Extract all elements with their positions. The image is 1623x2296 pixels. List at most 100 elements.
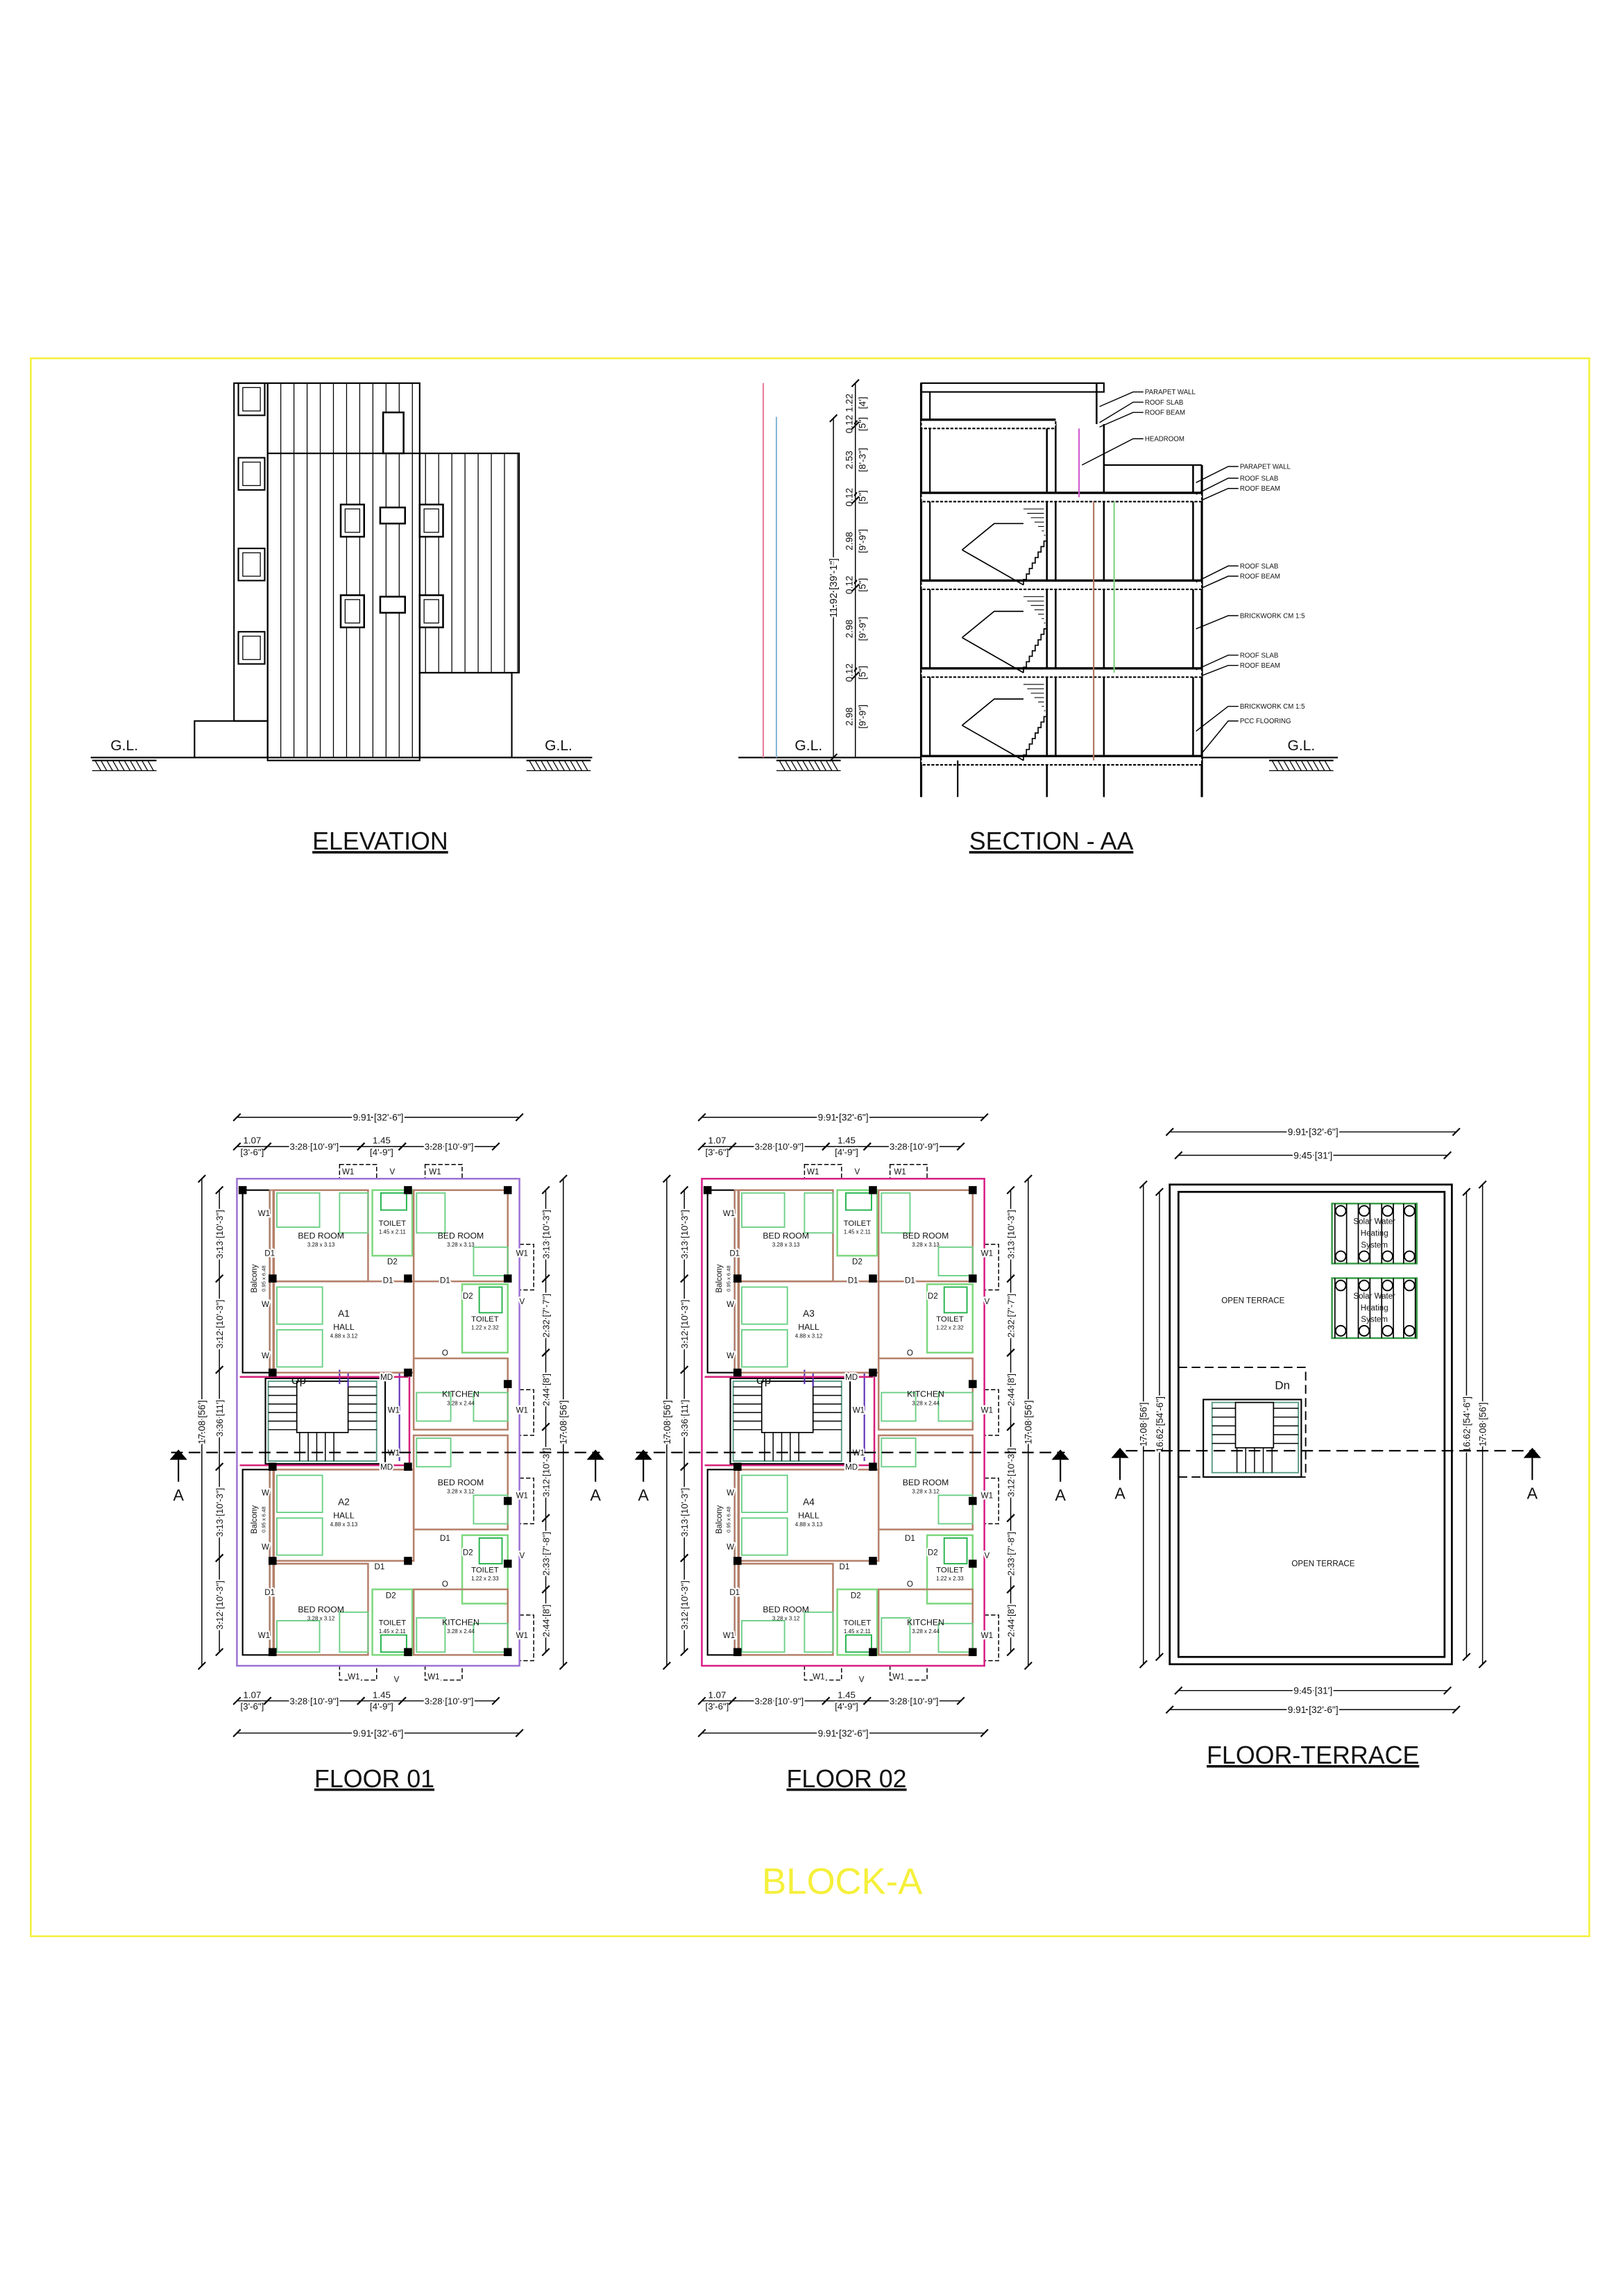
dimension-tick — [829, 753, 838, 762]
structural-column — [404, 1557, 412, 1565]
dimension-tick — [541, 1422, 550, 1431]
dimension-label: 3.36 [11'] — [679, 1400, 690, 1437]
furniture — [276, 1329, 323, 1368]
fixture — [845, 1634, 872, 1653]
dimension-label: [4'-9"] — [370, 1147, 393, 1158]
room-name: TOILET — [379, 1219, 407, 1228]
dimension-tick — [851, 379, 860, 388]
dimension-tick — [398, 1142, 407, 1151]
furniture — [416, 1437, 452, 1468]
elevation-window-pane — [344, 599, 361, 624]
elevation-title: ELEVATION — [312, 827, 448, 855]
room-size: 3.28 x 3.12 — [307, 1615, 335, 1621]
callout-leader — [1196, 655, 1239, 670]
unit-label: A2 — [338, 1496, 350, 1507]
structural-column — [269, 1368, 277, 1377]
fixture — [478, 1286, 503, 1314]
room-wall — [273, 1469, 415, 1562]
solar-tank — [1334, 1279, 1347, 1292]
opening-label-o: O — [907, 1580, 913, 1589]
room-wall — [877, 1588, 974, 1656]
room-size: 3.28 x 3.12 — [912, 1489, 940, 1495]
dimension-tick — [491, 1696, 500, 1705]
dimension-tick — [680, 1365, 689, 1374]
window-bay — [518, 1614, 534, 1662]
floor-slab — [920, 755, 1203, 766]
stair-flight — [961, 610, 1024, 639]
ground-hatch — [546, 760, 554, 771]
window-bay — [518, 1389, 534, 1436]
dimension-tick — [1165, 1127, 1174, 1136]
room-size: 4.88 x 3.13 — [795, 1521, 823, 1528]
opening-label-w1: W1 — [348, 1673, 359, 1681]
dimension-label: 2.32 [7'-7"] — [1005, 1294, 1016, 1337]
ground-hatch — [1318, 760, 1325, 771]
dimension-tick — [1023, 1174, 1033, 1183]
opening-label-w1: W1 — [894, 1168, 906, 1176]
floor-slab — [920, 419, 1057, 430]
ground-hatch — [785, 760, 792, 771]
furniture — [741, 1517, 788, 1556]
dimension-tick — [728, 1142, 737, 1151]
room-name: TOILET — [471, 1315, 499, 1324]
furniture — [416, 1192, 446, 1234]
structural-column — [703, 1185, 712, 1195]
ground-hatch — [147, 760, 154, 771]
dimension-label: 9.45 [31'] — [1293, 1686, 1332, 1696]
dimension-tick — [197, 1174, 206, 1183]
opening-label-d1: D1 — [848, 1276, 858, 1285]
solar-tank — [1334, 1325, 1347, 1337]
solar-tank — [1382, 1279, 1393, 1292]
structural-column — [969, 1274, 977, 1283]
stair-well — [1211, 1401, 1300, 1474]
opening-label-d1: D1 — [264, 1249, 275, 1258]
dimension-label: 3.13 [10'-3"] — [679, 1210, 690, 1259]
elevation-annex — [194, 720, 269, 759]
callout-leader — [1196, 615, 1239, 630]
opening-label-w1: W1 — [429, 1168, 441, 1176]
ground-hatch — [1289, 760, 1296, 771]
dimension-tick — [851, 421, 860, 430]
opening-label-o: O — [907, 1349, 913, 1358]
fixture — [943, 1286, 968, 1314]
dimension-tick — [1462, 1653, 1471, 1662]
ground-hatch — [106, 760, 113, 771]
room-name: KITCHEN — [907, 1617, 944, 1627]
section-marker-label: A — [1527, 1485, 1538, 1503]
dimension-tick — [1165, 1705, 1174, 1714]
ground-hatch — [581, 760, 588, 771]
room-wall — [371, 1189, 414, 1257]
room-name: KITCHEN — [442, 1617, 479, 1627]
window-bay — [424, 1665, 463, 1681]
floor-slab — [920, 492, 1203, 503]
furniture — [276, 1192, 321, 1229]
ground-hatch — [1271, 760, 1279, 771]
section-callout-label: ROOF BEAM — [1240, 662, 1280, 670]
terrace-title: FLOOR-TERRACE — [1207, 1741, 1419, 1769]
furniture — [741, 1620, 785, 1653]
ground-level-label-left: G.L. — [794, 738, 822, 754]
ground-hatch — [112, 760, 119, 771]
furniture — [473, 1494, 509, 1525]
dimension-tick — [232, 1142, 241, 1151]
opening-label-o: O — [442, 1580, 448, 1589]
dimension-tick — [1174, 1686, 1183, 1695]
room-size: 1.22 x 2.33 — [471, 1576, 499, 1582]
dimension-tick — [980, 1113, 989, 1122]
dimension-label: 17.08 [56'] — [1139, 1402, 1149, 1446]
dimension-label: 3.28 [10'-9"] — [289, 1696, 339, 1706]
dimension-tick — [515, 1113, 524, 1122]
fixture — [943, 1537, 968, 1564]
furniture — [741, 1286, 788, 1325]
opening-label-w1: W1 — [892, 1673, 904, 1681]
floor-02-title: FLOOR 02 — [787, 1765, 907, 1793]
room-wall — [738, 1280, 880, 1374]
section-aa-view: G.L.G.L.1.22[4']0.12[5"]2.53[8'-3"]0.12[… — [738, 379, 1339, 797]
dimension-tick — [1006, 1514, 1015, 1523]
opening-label-w1: W1 — [981, 1406, 993, 1415]
opening-label-w1: W1 — [981, 1492, 993, 1501]
furniture — [937, 1494, 974, 1525]
section-marker-arrow — [1051, 1449, 1069, 1460]
